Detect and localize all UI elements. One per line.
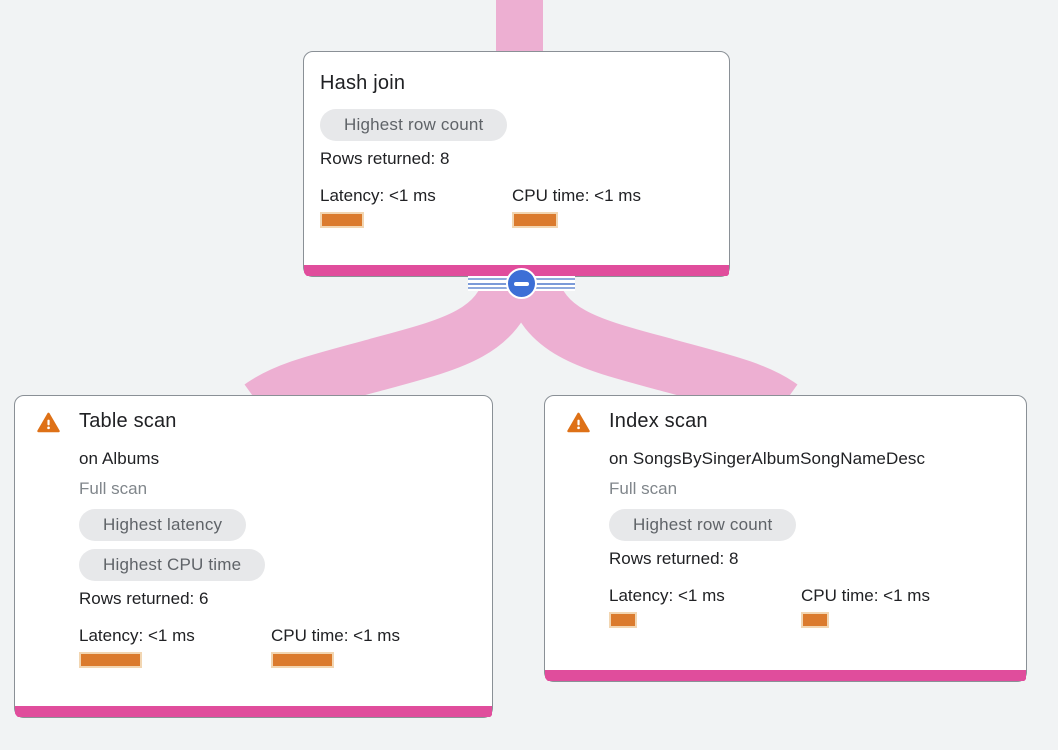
minus-icon [514,281,529,286]
rows-returned-label: Rows returned: 8 [609,549,739,568]
badge-highest-latency: Highest latency [79,509,247,541]
cpu-time-label: CPU time: <1 ms [512,186,641,205]
rows-returned-label: Rows returned: 6 [79,589,209,608]
node-title: Hash join [320,72,406,94]
node-table-scan[interactable]: Table scan on Albums Full scan Highest l… [14,395,493,718]
badge-highest-cpu-time: Highest CPU time [79,549,266,581]
latency-label: Latency: <1 ms [79,626,195,645]
cpu-time-label: CPU time: <1 ms [801,586,930,605]
badge-highest-row-count: Highest row count [320,109,508,141]
latency-label: Latency: <1 ms [609,586,725,605]
node-index-scan[interactable]: Index scan on SongsBySingerAlbumSongName… [544,395,1027,682]
node-title: Table scan [79,410,177,432]
warning-icon [37,412,60,438]
node-accent-strip [15,705,492,717]
latency-bar [320,212,364,228]
cpu-time-bar [801,612,829,628]
latency-label: Latency: <1 ms [320,186,436,205]
latency-bar [79,652,142,668]
scan-type-label: Full scan [609,479,678,498]
cpu-time-bar [512,212,558,228]
latency-bar [609,612,637,628]
node-title: Index scan [609,410,708,432]
scan-type-label: Full scan [79,479,148,498]
node-target: on SongsBySingerAlbumSongNameDesc [609,449,926,468]
edge-parent-incoming [496,0,543,54]
node-target: on Albums [79,449,160,468]
rows-returned-label: Rows returned: 8 [320,149,450,168]
badge-highest-row-count: Highest row count [609,509,797,541]
cpu-time-bar [271,652,334,668]
edge-hashjoin-to-tablescan [244,272,537,429]
collapse-children-button[interactable] [506,268,537,299]
node-accent-strip [545,669,1026,681]
node-hash-join[interactable]: Hash join Highest row count Rows returne… [303,51,730,277]
cpu-time-label: CPU time: <1 ms [271,626,400,645]
warning-icon [567,412,590,438]
edge-hashjoin-to-indexscan [505,272,798,429]
